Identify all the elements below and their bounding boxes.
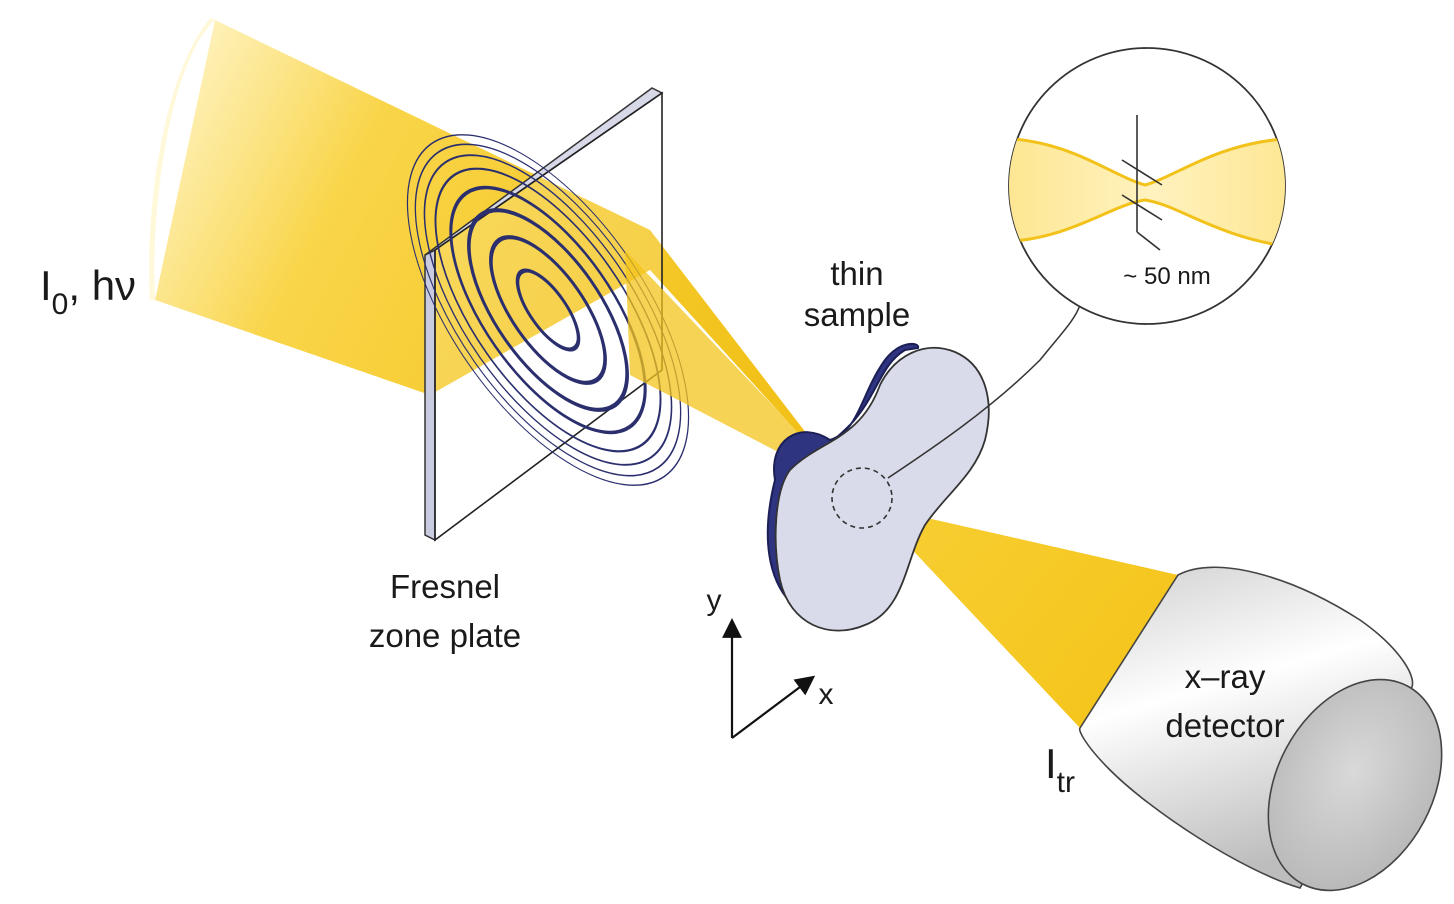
thin-sample	[766, 304, 1081, 632]
axis-y-label: y	[707, 584, 722, 617]
detector-label-line2: detector	[1165, 707, 1284, 744]
sample-label-line2: sample	[804, 296, 910, 333]
focus-inset	[1008, 47, 1286, 325]
zone-plate-label-line2: zone plate	[369, 617, 521, 654]
focused-beam	[625, 250, 855, 492]
incident-beam	[155, 20, 850, 490]
transmitted-intensity-subscript: tr	[1057, 766, 1075, 799]
sample-face	[774, 347, 990, 632]
focus-size-label: ~ 50 nm	[1123, 263, 1210, 290]
zone-plate-edge	[424, 248, 436, 542]
inset-tick-lower	[1136, 231, 1161, 251]
detector-label-line1: x–ray	[1185, 658, 1266, 695]
inset-beam-waist	[1009, 136, 1285, 250]
transmitted-beam	[870, 505, 1178, 728]
zone-plate	[406, 87, 690, 542]
incident-energy-text: , hν	[68, 262, 136, 309]
inset-tick-bottom	[1121, 194, 1163, 221]
xray-detector	[1078, 566, 1443, 892]
axis-arrows-icon	[722, 618, 816, 739]
inset-leader	[887, 304, 1081, 479]
zone-rings	[406, 134, 690, 486]
focus-spot	[831, 467, 893, 529]
incident-intensity-symbol: I	[40, 262, 52, 309]
transmitted-beam-label: Itr	[1045, 740, 1075, 799]
axis-x-label: x	[819, 678, 834, 711]
incident-beam-fade	[149, 18, 215, 300]
inset-tick-top	[1121, 159, 1163, 186]
sample-label-line1: thin	[830, 255, 883, 292]
zone-plate-label-line1: Fresnel	[390, 568, 500, 605]
incident-intensity-subscript: 0	[52, 288, 69, 321]
transmitted-intensity-symbol: I	[1045, 740, 1057, 787]
detector-face	[1267, 678, 1443, 892]
incident-beam-label: I0, hν	[40, 262, 136, 321]
